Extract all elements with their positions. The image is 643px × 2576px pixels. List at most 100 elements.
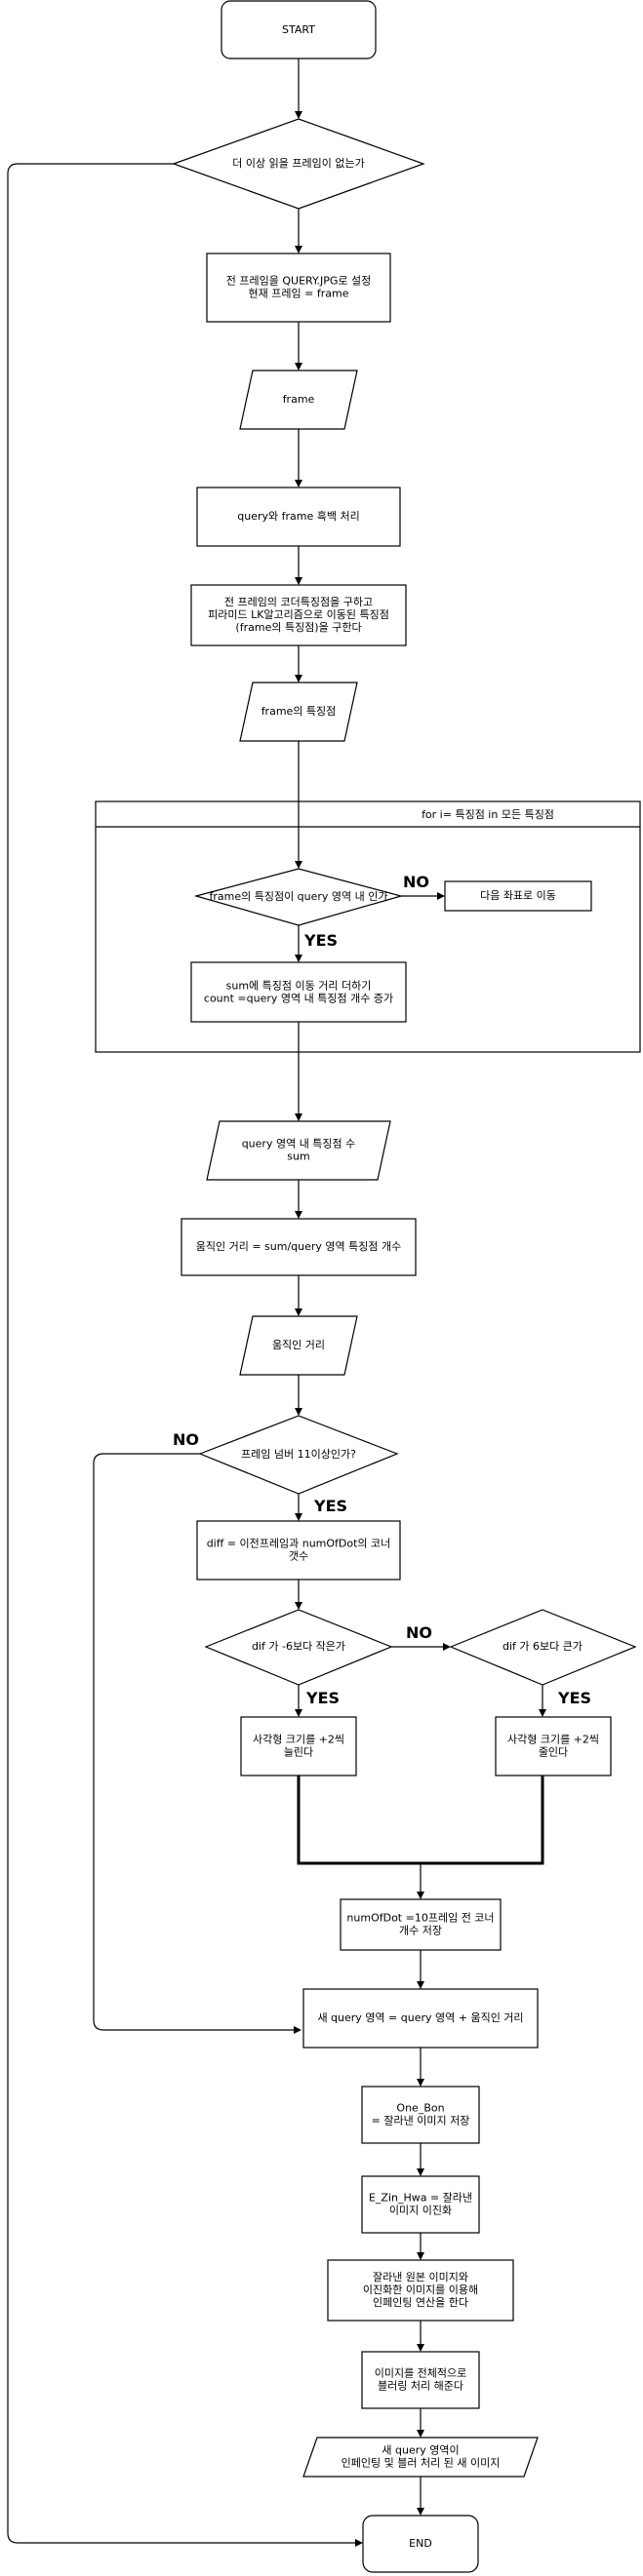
loop-container: for i= 특징점 in 모든 특징점 bbox=[95, 800, 641, 1053]
arrowhead bbox=[417, 2079, 424, 2087]
shrink-rect-line: 줄인다 bbox=[539, 1746, 568, 1759]
frame-io-line: frame bbox=[283, 393, 315, 406]
arrowhead bbox=[295, 955, 302, 962]
arrowhead bbox=[295, 1308, 302, 1316]
arrowhead bbox=[443, 1643, 451, 1651]
accumulate-line: sum에 특징점 이동 거리 더하기 bbox=[226, 979, 372, 993]
end-line: END bbox=[409, 2537, 432, 2550]
arrowhead bbox=[417, 1892, 424, 1899]
movement-io-line: 움직인 거리 bbox=[272, 1339, 325, 1351]
corners-process bbox=[190, 584, 407, 646]
no-frame-decision-label: 더 이상 읽을 프레임이 없는가 bbox=[232, 157, 364, 170]
blur-line: 블러링 처리 해준다 bbox=[378, 2379, 463, 2393]
one-bon-line: = 잘라낸 이미지 저장 bbox=[372, 2115, 470, 2127]
frame-features-line: frame의 특징점 bbox=[261, 705, 337, 718]
arrowhead bbox=[295, 1513, 302, 1521]
low-no-label: NO bbox=[406, 1623, 432, 1642]
save-corners-line: 개수 저장 bbox=[399, 1925, 442, 1937]
arrowhead bbox=[295, 1709, 302, 1717]
frame-num-decision-label: 프레임 넘버 11이상인가? bbox=[241, 1448, 356, 1461]
frame-io bbox=[239, 370, 358, 430]
new-query-line: 새 query 영역 = query 영역 + 움직인 거리 bbox=[317, 2011, 523, 2024]
arrowhead bbox=[539, 1709, 546, 1717]
no-frame-decision bbox=[172, 118, 425, 210]
binarize-process bbox=[361, 2175, 480, 2234]
binarize-line: E_Zin_Hwa = 잘라낸 bbox=[369, 2192, 472, 2205]
arrowhead bbox=[355, 2539, 363, 2547]
arrowhead bbox=[295, 111, 302, 119]
start-label: START bbox=[282, 23, 315, 36]
inpaint-line: 인페인팅 연산을 한다 bbox=[373, 2296, 468, 2309]
edge-labels: NO YES NO YES NO YES YES bbox=[173, 873, 591, 1707]
next-coord-line: 다음 좌표로 이동 bbox=[480, 889, 556, 902]
save-corners-line: numOfDot =10프레임 전 코너 bbox=[346, 1912, 494, 1925]
low-yes-label: YES bbox=[305, 1689, 340, 1707]
frame-yes-label: YES bbox=[313, 1497, 347, 1515]
arrowhead bbox=[295, 1602, 302, 1610]
frame-num-check-line: 프레임 넘버 11이상인가? bbox=[241, 1448, 356, 1461]
next-coord-label: 다음 좌표로 이동 bbox=[480, 889, 556, 902]
result-io-line: 인페인팅 및 블러 처리 된 새 이미지 bbox=[342, 2457, 501, 2470]
frame-features-io bbox=[239, 682, 358, 742]
arrowhead bbox=[295, 1408, 302, 1416]
arrowhead bbox=[417, 2344, 424, 2352]
movement-calc-label: 움직인 거리 = sum/query 영역 특징점 개수 bbox=[196, 1240, 402, 1253]
diff-high-decision bbox=[449, 1609, 637, 1686]
frame-io-label: frame bbox=[283, 393, 315, 406]
arrowhead bbox=[295, 480, 302, 488]
corners-line: 전 프레임의 코더특징점을 구하고 bbox=[224, 595, 373, 608]
grow-rect-process bbox=[240, 1716, 357, 1776]
set-query-line: 현재 프레임 = frame bbox=[249, 288, 349, 300]
nodes: START 더 이상 읽을 프레임이 없는가 전 프레임을 QUERY.JPG로… bbox=[172, 0, 637, 2573]
arrowhead bbox=[417, 2508, 424, 2516]
edge-check-yes-to-end bbox=[7, 163, 356, 2544]
inpaint-line: 이진화한 이미지를 이용해 bbox=[363, 2283, 478, 2296]
arrowhead bbox=[295, 577, 302, 585]
in-query-check-line: frame의 특징점이 query 영역 내 인가 bbox=[209, 890, 387, 903]
no-frame-check-line: 더 이상 읽을 프레임이 없는가 bbox=[232, 157, 364, 170]
arrowhead bbox=[295, 1211, 302, 1219]
start-terminal bbox=[221, 0, 377, 59]
edges bbox=[7, 59, 546, 2547]
arrowhead bbox=[417, 2252, 424, 2260]
save-corners-process bbox=[340, 1898, 502, 1951]
movement-calc-process bbox=[181, 1218, 417, 1276]
high-yes-label: YES bbox=[557, 1689, 591, 1707]
edge-merge-bold bbox=[297, 1776, 544, 1865]
movement-io bbox=[239, 1315, 358, 1376]
binarize-line: 이미지 이진화 bbox=[389, 2205, 452, 2217]
grayscale-line: query와 frame 흑백 처리 bbox=[237, 509, 359, 523]
in-query-decision bbox=[193, 868, 404, 926]
frame-no-label: NO bbox=[173, 1430, 199, 1449]
grayscale-label: query와 frame 흑백 처리 bbox=[237, 509, 359, 523]
grayscale-process bbox=[196, 487, 401, 547]
blur-line: 이미지를 전체적으로 bbox=[375, 2367, 467, 2380]
count-sum-io-line: query 영역 내 특징점 수 bbox=[242, 1138, 356, 1151]
new-query-label: 새 query 영역 = query 영역 + 움직인 거리 bbox=[317, 2011, 523, 2024]
result-io-line: 새 query 영역이 bbox=[382, 2444, 459, 2457]
diff-calc-line: diff = 이전프레임과 numOfDot의 코너 bbox=[207, 1538, 391, 1550]
one-bon-process bbox=[361, 2086, 480, 2144]
diff-low-decision bbox=[204, 1609, 393, 1686]
diff-low-check-line: dif 가 -6보다 작은가 bbox=[252, 1640, 345, 1653]
loop-yes-label: YES bbox=[303, 931, 338, 950]
grow-rect-line: 사각형 크기를 +2씩 bbox=[253, 1734, 344, 1746]
frame-features-label: frame의 특징점 bbox=[261, 705, 337, 718]
loop-frame bbox=[95, 800, 641, 1053]
corners-line: (frame의 특징점)을 구한다 bbox=[235, 621, 361, 634]
result-io bbox=[302, 2437, 539, 2478]
diff-high-check-line: dif 가 6보다 큰가 bbox=[502, 1640, 583, 1653]
accumulate-line: count =query 영역 내 특징점 개수 증가 bbox=[204, 993, 393, 1005]
shrink-rect-line: 사각형 크기를 +2씩 bbox=[507, 1734, 599, 1746]
arrowhead bbox=[437, 892, 445, 900]
arrowhead bbox=[417, 2430, 424, 2438]
